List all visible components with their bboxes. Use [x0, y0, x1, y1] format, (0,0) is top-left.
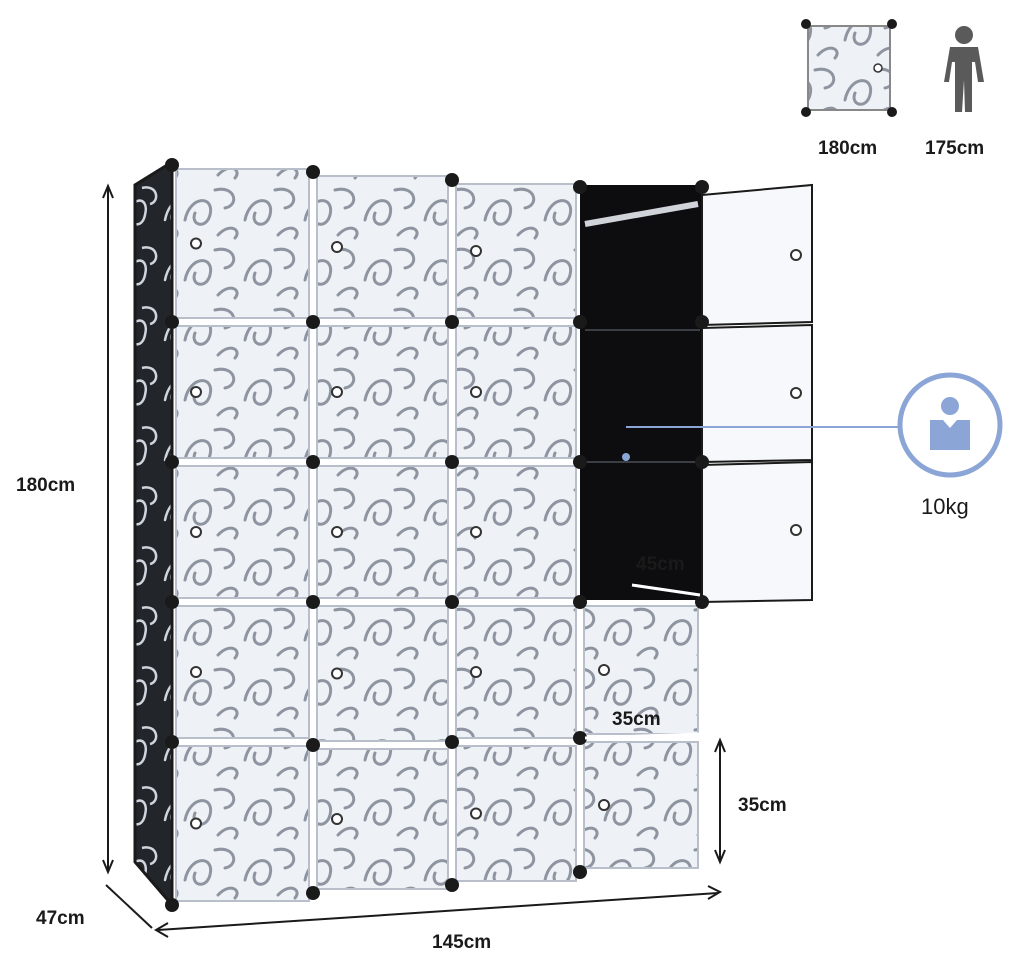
door-knob-icon — [470, 666, 482, 678]
load-capacity-label: 10kg — [921, 494, 969, 519]
cube-height-label: 35cm — [738, 795, 787, 816]
hanging-rail — [584, 201, 699, 227]
connector-joint — [445, 173, 459, 187]
connector-joint — [306, 165, 320, 179]
door-knob-icon — [598, 664, 610, 676]
cube-width-label: 35cm — [612, 709, 661, 730]
door-knob-icon — [470, 245, 482, 257]
door-grid — [175, 168, 699, 902]
connector-joint — [445, 455, 459, 469]
connector-joint — [306, 315, 320, 329]
depth-dimension-label: 47cm — [36, 908, 85, 929]
open-doors — [701, 183, 813, 604]
legend-person-height: 175cm — [925, 138, 985, 159]
weight-load-icon — [930, 397, 970, 450]
connector-joint — [445, 878, 459, 892]
door-knob-icon — [190, 386, 202, 398]
door-knob-icon — [331, 386, 343, 398]
door-knob-icon — [598, 799, 610, 811]
connector-joint — [306, 886, 320, 900]
connector-joint — [573, 731, 587, 745]
connectors — [165, 158, 709, 912]
connector-joint — [695, 455, 709, 469]
connector-joint — [573, 455, 587, 469]
door-knob-icon — [190, 666, 202, 678]
width-dimension-label: 145cm — [432, 932, 492, 953]
connector-joint — [165, 315, 179, 329]
load-callout — [622, 372, 1003, 478]
door-knob-icon — [470, 386, 482, 398]
rail-depth-label: 45cm — [636, 554, 685, 575]
door-knob-icon — [331, 667, 343, 680]
door-knob-icon — [190, 817, 202, 830]
connector-joint — [165, 455, 179, 469]
connector-joint — [165, 595, 179, 609]
door-knob-icon — [331, 526, 343, 538]
person-icon — [944, 26, 984, 112]
connector-joint — [306, 595, 320, 609]
legend-cabinet-height: 180cm — [818, 138, 878, 159]
dimension-lines — [102, 183, 726, 938]
wardrobe-side-panel — [133, 159, 174, 910]
door-knob-icon — [470, 526, 482, 538]
connector-joint — [165, 158, 179, 172]
connector-joint — [306, 455, 320, 469]
connector-joint — [445, 595, 459, 609]
open-compartment-interior — [580, 185, 702, 600]
connector-joint — [306, 738, 320, 752]
height-dimension-label: 180cm — [16, 475, 76, 496]
connector-joint — [165, 735, 179, 749]
door-knob-icon — [190, 237, 202, 250]
connector-joint — [573, 595, 587, 609]
door-knob-icon — [470, 807, 482, 820]
door-knob-icon — [331, 241, 343, 253]
connector-joint — [165, 898, 179, 912]
cabinet-thumbnail-icon — [801, 19, 897, 117]
connector-joint — [695, 595, 709, 609]
connector-joint — [445, 315, 459, 329]
connector-joint — [573, 315, 587, 329]
door-knob-icon — [331, 813, 343, 825]
door-knob-icon — [190, 526, 202, 538]
connector-joint — [573, 180, 587, 194]
connector-joint — [573, 865, 587, 879]
connector-joint — [445, 735, 459, 749]
connector-joint — [695, 180, 709, 194]
inner-dimension-lines — [584, 583, 701, 740]
connector-joint — [695, 315, 709, 329]
